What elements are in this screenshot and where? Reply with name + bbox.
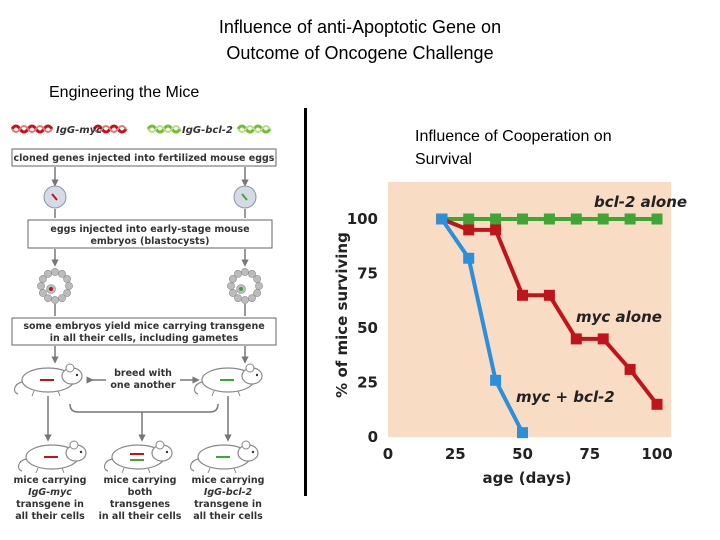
- step1-label: cloned genes injected into fertilized mo…: [14, 153, 275, 164]
- breed-label-line2: one another: [110, 380, 175, 391]
- right-caption-line2: IgG-bcl-2: [204, 487, 253, 498]
- x-tick-label: 50: [512, 445, 533, 463]
- y-tick-label: 75: [357, 265, 378, 283]
- step1-box: [11, 148, 277, 167]
- step3-label-line1: some embryos yield mice carrying transge…: [23, 321, 264, 332]
- middle-caption-line3: transgenes: [110, 499, 171, 510]
- series-label: myc + bcl-2: [516, 388, 615, 406]
- chart-title-line2: Survival: [415, 151, 472, 168]
- x-axis-label: age (days): [482, 469, 571, 487]
- survival-chart: 0 25 50 75 100 0 25 50 75 100 bcl-2 alone myc alon…: [333, 182, 687, 487]
- egg-myc: [43, 185, 67, 209]
- data-point: [597, 213, 609, 225]
- data-point: [490, 224, 502, 236]
- series-label: bcl-2 alone: [594, 193, 687, 211]
- data-point: [543, 289, 555, 301]
- slide-title: Influence of anti-Apoptotic Gene on Outc…: [0, 14, 720, 66]
- y-tick-label: 0: [368, 428, 378, 446]
- right-caption-line4: all their cells: [193, 511, 263, 522]
- data-point: [651, 398, 663, 410]
- data-point: [651, 213, 663, 225]
- middle-caption-line2: both: [128, 487, 153, 498]
- middle-caption-line4: in all their cells: [99, 511, 182, 522]
- right-caption-line1: mice carrying: [192, 475, 265, 486]
- egg-bcl2: [233, 185, 257, 209]
- chart-title: Influence of Cooperation on Survival: [415, 125, 612, 171]
- plot-background: [388, 182, 671, 437]
- slide-title-line1: Influence of anti-Apoptotic Gene on: [218, 17, 502, 37]
- data-point: [624, 213, 636, 225]
- mouse-myc-parent: [13, 363, 83, 397]
- data-point: [570, 333, 582, 345]
- y-tick-label: 50: [357, 319, 378, 337]
- data-point: [517, 427, 528, 439]
- mouse-bcl2-parent: [193, 363, 263, 397]
- x-tick-label: 25: [445, 445, 466, 463]
- left-caption-line4: all their cells: [15, 511, 85, 522]
- vertical-divider: [304, 108, 307, 496]
- myc-gene-label: IgG-myc: [56, 125, 102, 136]
- step2-box: [27, 219, 273, 249]
- mouse-myc-offspring: [17, 440, 87, 474]
- mouse-bcl2-offspring: [189, 440, 259, 474]
- data-point: [436, 213, 448, 225]
- series-line: [440, 217, 525, 434]
- data-point: [463, 224, 475, 236]
- data-point: [517, 289, 528, 301]
- section-subtitle: Engineering the Mice: [49, 84, 200, 101]
- data-point: [597, 333, 609, 345]
- mouse-engineering-diagram: IgG-myc IgG-bcl-2 cloned genes injected …: [10, 124, 277, 522]
- blastocyst-myc: [37, 268, 73, 304]
- data-point: [517, 213, 528, 225]
- chart-title-line1: Influence of Cooperation on: [415, 128, 612, 145]
- y-tick-label: 100: [347, 210, 378, 228]
- blastocyst-bcl2: [227, 268, 263, 304]
- data-point: [463, 252, 475, 264]
- slide-title-line2: Outcome of Oncogene Challenge: [226, 43, 494, 63]
- left-caption-line3: transgene in: [16, 499, 84, 510]
- x-tick-label: 75: [579, 445, 600, 463]
- data-point: [490, 374, 502, 386]
- middle-caption-line1: mice carrying: [104, 475, 177, 486]
- step3-box: [11, 317, 277, 346]
- data-point: [543, 213, 555, 225]
- data-point: [570, 213, 582, 225]
- x-tick-label: 100: [641, 445, 672, 463]
- y-axis-label: % of mice surviving: [333, 232, 351, 398]
- data-point: [463, 213, 475, 225]
- right-caption-line3: transgene in: [194, 499, 262, 510]
- step3-label-line2: in all their cells, including gametes: [50, 333, 239, 344]
- myc-gene-strand: [10, 124, 128, 134]
- mouse-double-offspring: [103, 440, 173, 474]
- left-caption-line2: IgG-myc: [28, 487, 72, 498]
- data-point: [624, 363, 636, 375]
- left-caption-line1: mice carrying: [14, 475, 87, 486]
- bcl2-gene-label: IgG-bcl-2: [182, 125, 233, 136]
- step2-label-line2: embryos (blastocysts): [90, 236, 209, 247]
- x-tick-label: 0: [383, 445, 393, 463]
- data-point: [490, 213, 502, 225]
- bcl2-gene-strand: [146, 124, 272, 134]
- series-label: myc alone: [576, 308, 662, 326]
- y-tick-label: 25: [357, 374, 378, 392]
- step2-label-line1: eggs injected into early-stage mouse: [50, 224, 249, 235]
- breed-label-line1: breed with: [114, 368, 172, 379]
